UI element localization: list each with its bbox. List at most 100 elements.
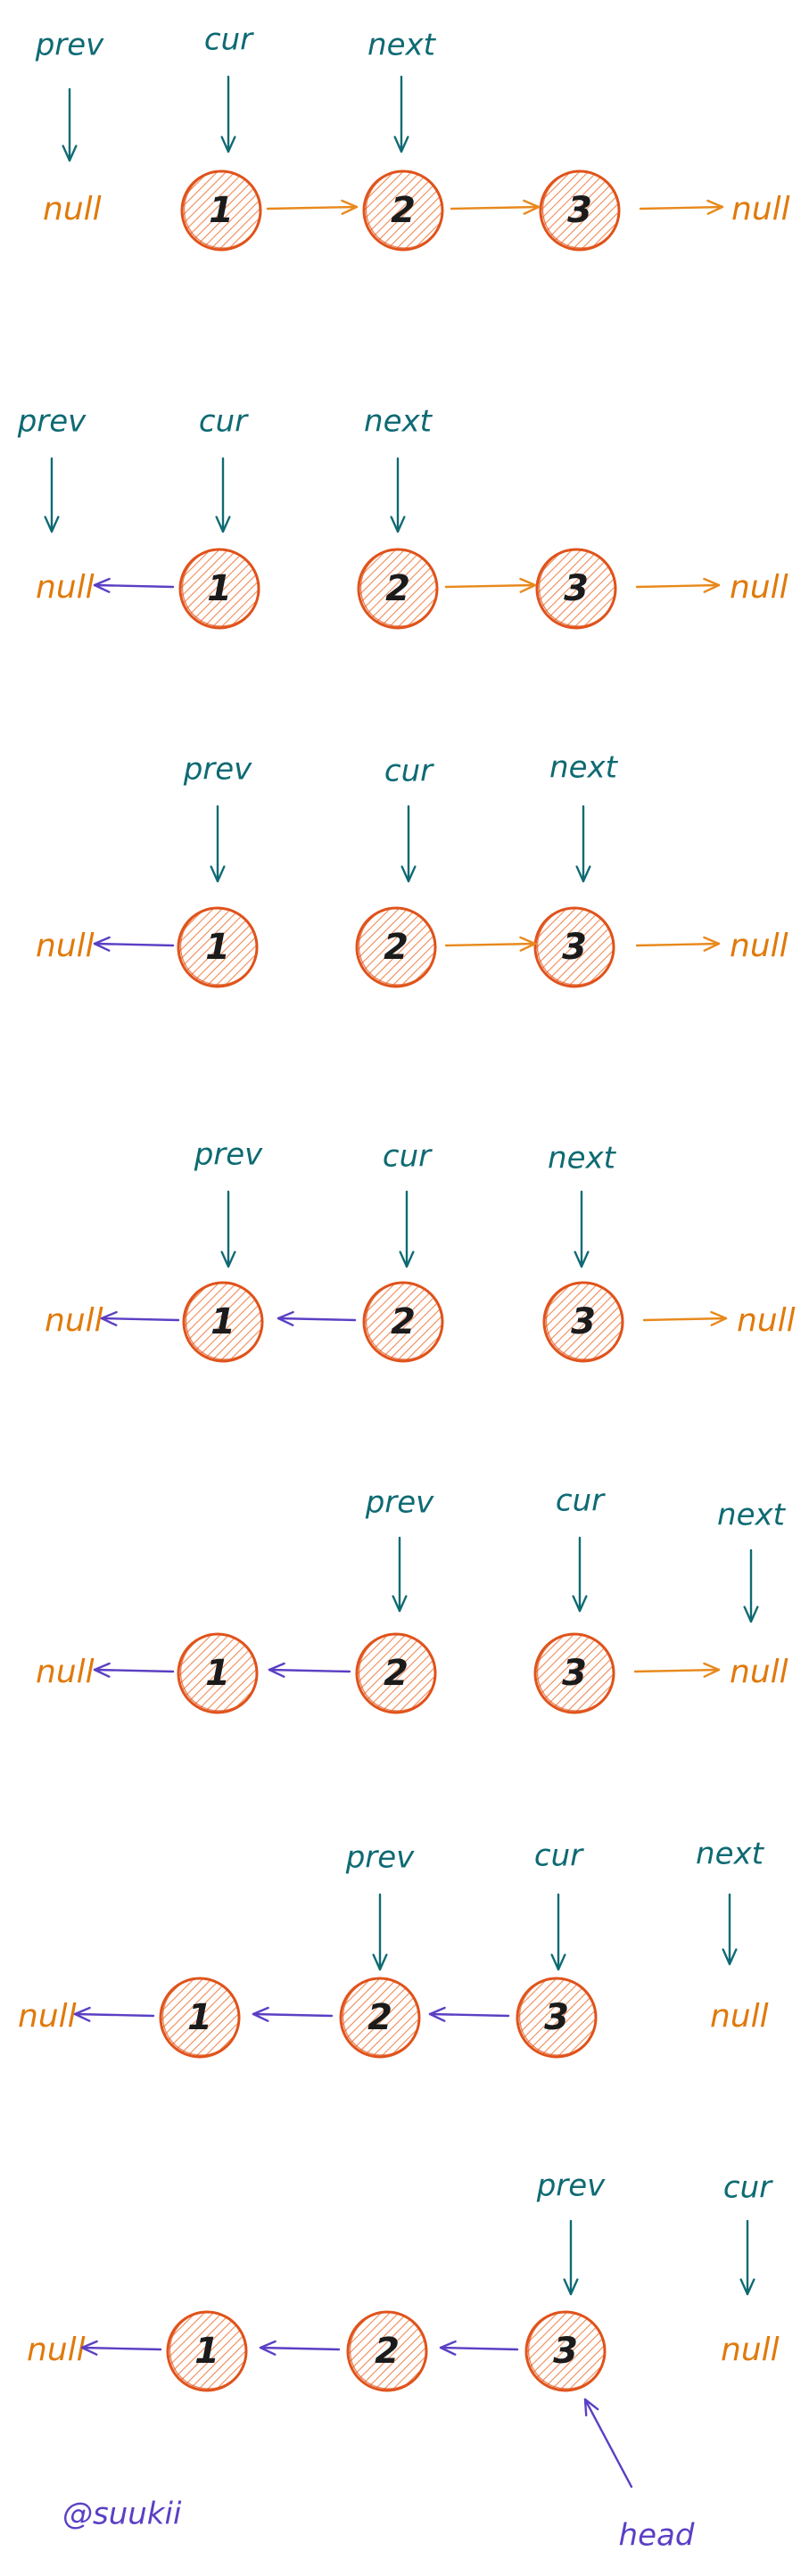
step-2-node-3: 3 xyxy=(535,548,617,630)
step-3-link-2-head xyxy=(519,936,537,952)
step-6-cur-pointer-arrow xyxy=(550,1893,566,1971)
step-5-node-2-outline xyxy=(358,1633,437,1712)
step-3-node-3-label: 3 xyxy=(562,927,587,968)
step-5-link-3-head xyxy=(703,1662,721,1678)
step-3-prev-pointer-label: prev xyxy=(183,752,252,788)
step-6-link-3-shaft xyxy=(428,2012,510,2018)
step-7-link-2-shaft xyxy=(259,2346,341,2351)
step-6-next-pointer-label: next xyxy=(696,1837,765,1872)
step-3-link-1 xyxy=(93,936,175,952)
step-4-link-2-head xyxy=(277,1310,294,1326)
step-7-node-1-outline xyxy=(169,2311,248,2390)
step-1-node-1-label: 1 xyxy=(209,190,234,231)
step-3-null-left: null xyxy=(36,928,95,964)
step-7-node-2: 2 xyxy=(346,2310,428,2392)
step-6-link-2-head xyxy=(252,2006,269,2022)
step-6-node-3-label: 3 xyxy=(544,1997,569,2038)
step-5-null-left: null xyxy=(36,1654,95,1690)
step-1-link-2-head xyxy=(523,199,541,215)
step-3-node-1: 1 xyxy=(177,906,259,988)
step-6-link-2-shaft xyxy=(252,2012,334,2018)
step-3-node-1-outline xyxy=(179,907,259,986)
step-1-next-pointer-arrow xyxy=(393,75,409,153)
step-1-prev-pointer-arrow xyxy=(62,87,78,162)
step-4-next-pointer-label: next xyxy=(548,1141,617,1177)
step-5-node-1-outline xyxy=(179,1633,259,1712)
step-1-node-2: 2 xyxy=(362,169,444,252)
watermark: @suukii xyxy=(62,2497,182,2532)
step-2-link-2 xyxy=(444,577,537,593)
step-7-cur-pointer-arrow-head xyxy=(739,2278,755,2296)
step-4-node-3-label: 3 xyxy=(571,1301,596,1342)
step-5-cur-pointer-arrow-head xyxy=(572,1595,588,1613)
step-6-node-2: 2 xyxy=(339,1977,421,2059)
step-3-link-2-shaft xyxy=(444,942,537,947)
step-1-link-3 xyxy=(639,199,724,215)
step-4-cur-pointer-arrow-head xyxy=(399,1251,415,1268)
step-6-null-right: null xyxy=(710,1998,769,2035)
step-1-node-1: 1 xyxy=(180,169,262,252)
step-7-prev-pointer-label: prev xyxy=(536,2168,606,2204)
step-5-next-pointer-arrow-head xyxy=(743,1606,759,1623)
step-1-link-2-shaft xyxy=(450,205,541,211)
step-7-prev-pointer-arrow-head xyxy=(563,2278,579,2296)
step-5-node-1-label: 1 xyxy=(205,1653,230,1694)
step-3-next-pointer-arrow-head xyxy=(575,865,591,883)
step-7-cur-pointer-label: cur xyxy=(723,2170,773,2206)
step-5-link-2 xyxy=(268,1662,351,1678)
head-arrow xyxy=(583,2398,633,2489)
step-1-link-1-shaft xyxy=(266,205,359,211)
step-2-prev-pointer-arrow xyxy=(44,457,60,533)
step-7-link-2 xyxy=(259,2340,341,2356)
step-6-link-1 xyxy=(73,2006,155,2022)
step-6-node-3-outline xyxy=(518,1977,598,2056)
step-5-next-pointer-label: next xyxy=(717,1498,787,1533)
step-4-link-2-shaft xyxy=(277,1317,357,1322)
step-4-node-3-outline xyxy=(545,1282,624,1360)
step-2-link-3-head xyxy=(703,577,721,593)
step-4-link-3 xyxy=(642,1310,728,1326)
step-5-prev-pointer-label: prev xyxy=(365,1485,434,1521)
step-2-link-3-shaft xyxy=(635,583,721,589)
step-2-cur-pointer-arrow xyxy=(215,457,231,533)
step-6-link-1-head xyxy=(73,2006,91,2022)
step-1-link-3-head xyxy=(706,199,724,215)
step-3-prev-pointer-arrow xyxy=(210,805,226,883)
step-2-link-2-shaft xyxy=(444,583,537,589)
step-3-node-2-label: 2 xyxy=(384,927,409,968)
step-7-link-3 xyxy=(439,2340,519,2356)
step-3-link-3 xyxy=(635,936,721,952)
step-5-link-1-shaft xyxy=(93,1668,175,1673)
step-5-node-3: 3 xyxy=(533,1632,615,1714)
step-1-node-2-label: 2 xyxy=(391,190,416,231)
step-1-next-pointer-arrow-head xyxy=(393,136,409,153)
step-5-cur-pointer-arrow xyxy=(572,1536,588,1613)
step-7-node-2-outline xyxy=(349,2311,428,2390)
step-2-link-3 xyxy=(635,577,721,593)
step-6-node-3: 3 xyxy=(516,1977,598,2059)
step-1-node-3-outline xyxy=(541,170,621,249)
step-7-node-3-label: 3 xyxy=(553,2331,578,2372)
step-4-node-2: 2 xyxy=(362,1281,444,1363)
step-4-prev-pointer-arrow-head xyxy=(220,1251,236,1268)
step-7-node-2-label: 2 xyxy=(375,2331,400,2372)
step-1-null-right: null xyxy=(731,191,790,227)
step-7-node-3: 3 xyxy=(524,2310,607,2392)
step-2-link-1-shaft xyxy=(93,583,175,589)
step-5-link-1 xyxy=(93,1662,175,1678)
step-3-link-1-shaft xyxy=(93,942,175,947)
step-3-prev-pointer-arrow-head xyxy=(210,865,226,883)
step-6-null-left: null xyxy=(18,1998,77,2035)
step-6-node-2-label: 2 xyxy=(367,1997,392,2038)
step-1-node-3: 3 xyxy=(539,169,621,252)
step-1-cur-pointer-label: cur xyxy=(204,22,254,58)
step-5-prev-pointer-arrow-head xyxy=(392,1595,408,1613)
step-7-link-1 xyxy=(80,2340,162,2356)
step-4-null-right: null xyxy=(737,1302,796,1339)
step-1-node-3-label: 3 xyxy=(567,190,592,231)
step-2-next-pointer-arrow xyxy=(390,457,406,533)
step-2-next-pointer-label: next xyxy=(364,404,433,440)
step-2-null-right: null xyxy=(730,569,788,606)
step-6-node-1: 1 xyxy=(159,1977,241,2059)
step-1-prev-pointer-arrow-head xyxy=(62,144,78,162)
